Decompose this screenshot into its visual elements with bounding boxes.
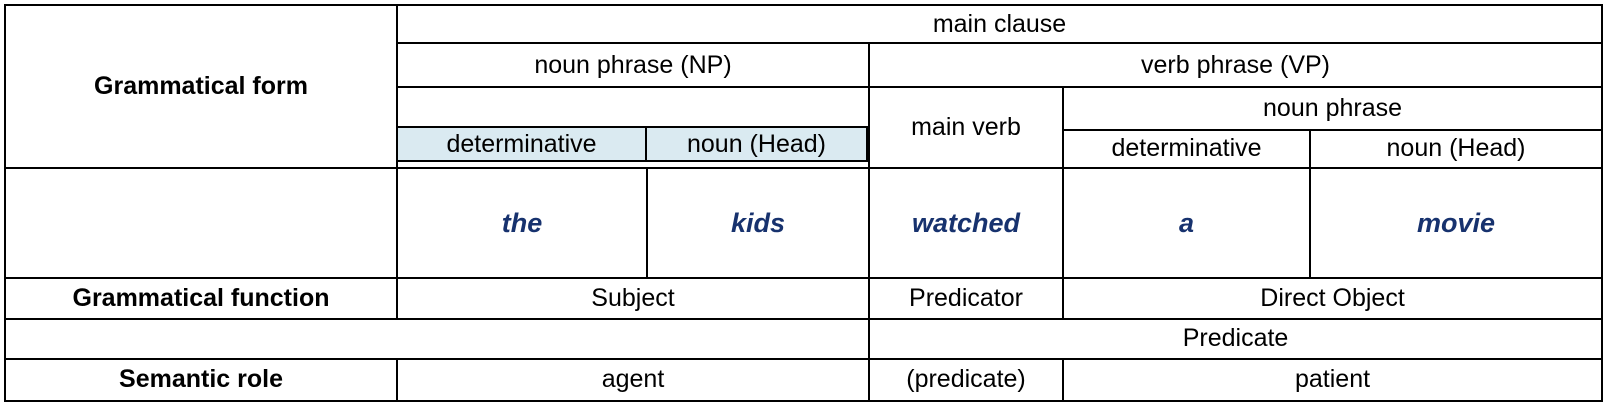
header-object-noun-phrase: noun phrase (1061, 86, 1604, 131)
clause-analysis-table: Grammatical form main clause noun phrase… (4, 3, 1604, 403)
example-word-kids: kids (646, 166, 870, 280)
semantic-predicate: (predicate) (868, 357, 1064, 403)
row-label-grammatical-form: Grammatical form (4, 4, 398, 169)
table-row-predicate: Predicate (4, 317, 1604, 360)
table-row-subphrase-level: main verb noun phrase (5, 86, 1604, 169)
function-subject: Subject (396, 277, 870, 320)
table-row-phrase-level: noun phrase (NP) verb phrase (VP) (5, 42, 1604, 89)
row-label-semantic-role: Semantic role (4, 357, 398, 403)
row-label-grammatical-function: Grammatical function (4, 277, 398, 320)
header-object-noun-head: noun (Head) (1308, 128, 1604, 169)
example-cell-empty (4, 166, 398, 280)
semantic-agent: agent (396, 357, 870, 403)
function-predicate: Predicate (867, 317, 1604, 360)
example-word-movie: movie (1308, 166, 1604, 280)
word-text: watched (911, 207, 1021, 238)
word-text: movie (1417, 207, 1496, 238)
table-row-grammatical-function: Grammatical function Subject Predicator … (4, 277, 1604, 320)
word-text: the (501, 207, 543, 238)
function-predicator: Predicator (868, 277, 1064, 320)
table-row-main-clause: Grammatical form main clause (4, 3, 1604, 169)
header-noun-phrase-np: noun phrase (NP) (396, 42, 870, 89)
example-word-the: the (396, 166, 648, 280)
header-main-verb: main verb (868, 86, 1064, 169)
header-object-determinative: determinative (1062, 128, 1311, 169)
np-word-class-row: determinative noun (Head) (396, 126, 868, 162)
table-row-word-class-level: determinative noun (Head) (5, 128, 1604, 169)
header-np-noun-head: noun (Head) (646, 126, 868, 162)
word-text: a (1178, 207, 1195, 238)
header-verb-phrase-vp: verb phrase (VP) (867, 42, 1604, 89)
word-text: kids (730, 207, 786, 238)
predicate-row-empty (4, 317, 870, 360)
table-row-example-sentence: the kids watched a movie (4, 166, 1604, 280)
example-word-watched: watched (868, 166, 1064, 280)
function-direct-object: Direct Object (1061, 277, 1604, 320)
header-np-determinative: determinative (396, 126, 646, 162)
table-row-semantic-role: Semantic role agent (predicate) patient (4, 357, 1604, 403)
header-main-clause: main clause (395, 3, 1604, 45)
semantic-patient: patient (1061, 357, 1604, 403)
example-word-a: a (1062, 166, 1311, 280)
